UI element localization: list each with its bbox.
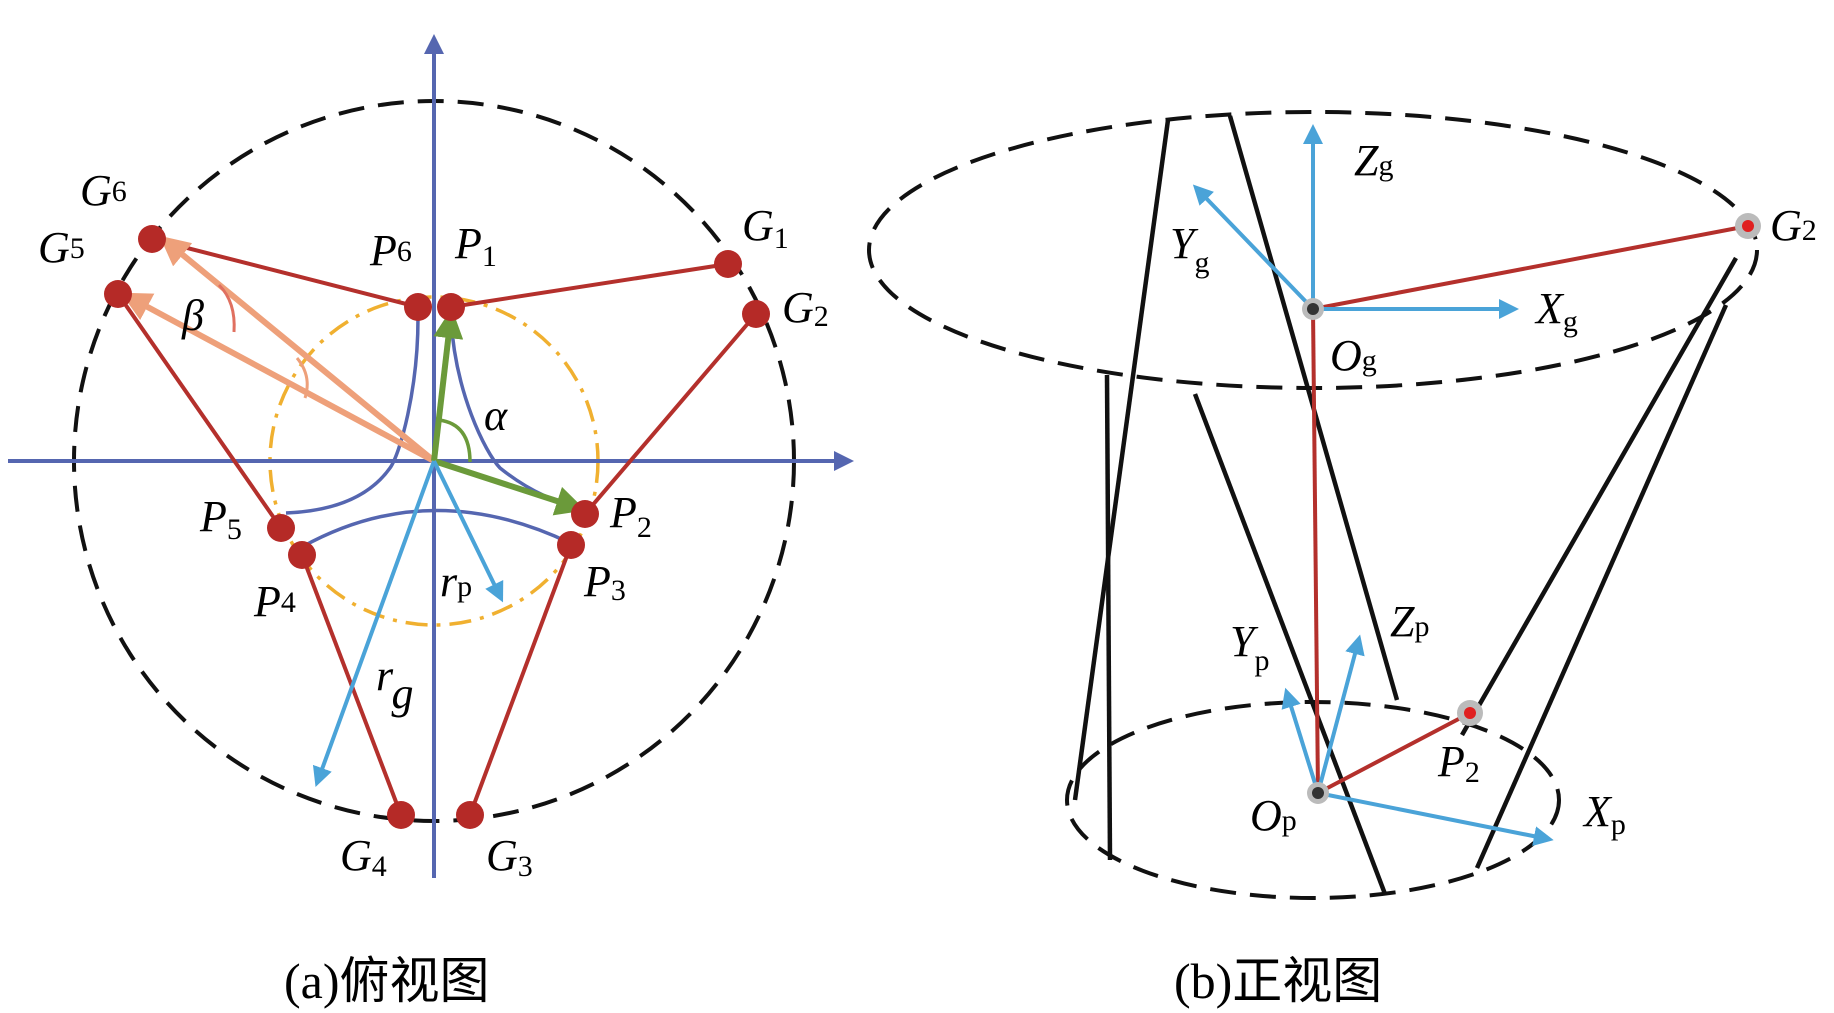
label-p2: P2 xyxy=(609,488,652,544)
front-points xyxy=(1302,213,1761,804)
point-g2-front-center xyxy=(1742,220,1754,232)
alpha-vector-2 xyxy=(433,458,586,516)
point-p5 xyxy=(267,514,295,542)
leg-3 xyxy=(468,544,573,816)
panel-a-labels: G6 G5 P6 P1 G1 G2 β α P5 P2 P3 P4 rp rg … xyxy=(38,166,829,883)
label-g2: G2 xyxy=(782,283,829,333)
point-p4 xyxy=(288,541,316,569)
leg-1 xyxy=(450,262,729,309)
beta-angle-vectors xyxy=(120,235,436,464)
alpha-arc xyxy=(438,418,472,463)
label-op: Op xyxy=(1250,791,1297,840)
beta-arc xyxy=(217,283,236,333)
point-g2 xyxy=(742,300,770,328)
label-g6: G6 xyxy=(80,166,127,215)
point-g5 xyxy=(104,280,132,308)
front-leg-6 xyxy=(1474,304,1729,869)
yg-axis xyxy=(1192,184,1315,311)
leg-6 xyxy=(151,237,419,309)
label-alpha: α xyxy=(484,391,508,440)
label-g2-front: G2 xyxy=(1770,201,1817,250)
front-leg-5 xyxy=(1460,256,1738,737)
joint-points xyxy=(104,225,770,829)
rg-vector xyxy=(312,460,436,788)
point-p1 xyxy=(437,293,465,321)
label-g3: G3 xyxy=(486,831,533,883)
leg-5 xyxy=(116,292,283,530)
label-p3: P3 xyxy=(583,557,626,607)
point-p3 xyxy=(557,531,585,559)
label-g5: G5 xyxy=(38,223,85,272)
beta-vector-1 xyxy=(159,235,436,464)
legs xyxy=(116,237,758,816)
label-rg: rg xyxy=(376,651,414,718)
label-yp: Yp xyxy=(1230,617,1269,677)
front-leg-1 xyxy=(1072,119,1171,801)
label-p6: P6 xyxy=(369,226,412,275)
beta-arc-outer xyxy=(295,357,309,399)
point-p6 xyxy=(404,293,432,321)
point-g3 xyxy=(456,801,484,829)
frame-p-axes xyxy=(1281,634,1554,847)
caption-a: (a)俯视图 xyxy=(284,953,490,1009)
front-leg-2 xyxy=(1104,374,1113,861)
zp-axis xyxy=(1316,634,1365,794)
label-p2-front: P2 xyxy=(1437,737,1480,789)
point-p2-front-center xyxy=(1464,707,1476,719)
label-og: Og xyxy=(1330,331,1377,380)
leg-2 xyxy=(583,312,758,516)
label-g4: G4 xyxy=(340,831,387,883)
op-to-p2 xyxy=(1317,711,1471,795)
label-beta: β xyxy=(181,291,204,340)
alpha-vector-1 xyxy=(431,308,464,462)
label-rp: rp xyxy=(440,557,472,606)
label-xp: Xp xyxy=(1582,787,1626,841)
label-p5: P5 xyxy=(199,492,242,546)
label-yg: Yg xyxy=(1170,219,1209,279)
point-og-center xyxy=(1307,303,1319,315)
og-to-g2 xyxy=(1312,224,1749,311)
alpha-vectors xyxy=(431,308,586,516)
yp-axis xyxy=(1281,687,1320,794)
point-op-center xyxy=(1312,787,1324,799)
label-zp: Zp xyxy=(1390,597,1429,646)
beta-vector-2 xyxy=(120,292,436,464)
point-g4 xyxy=(387,801,415,829)
og-to-op xyxy=(1311,308,1320,794)
front-leg-4 xyxy=(1192,393,1388,895)
label-zg: Zg xyxy=(1354,136,1393,185)
point-g6 xyxy=(138,225,166,253)
label-p4: P4 xyxy=(253,577,296,626)
point-g1 xyxy=(714,250,742,278)
label-g1: G1 xyxy=(742,201,789,255)
panel-a-top-view: G6 G5 P6 P1 G1 G2 β α P5 P2 P3 P4 rp rg … xyxy=(8,34,854,1009)
label-p1: P1 xyxy=(454,219,497,273)
panel-b-front-view: Zg Yg Xg Og G2 Zp Yp P2 Op Xp (b)正视图 xyxy=(867,110,1817,1009)
caption-b: (b)正视图 xyxy=(1174,953,1382,1009)
xp-axis xyxy=(1317,791,1554,847)
rp-vector xyxy=(432,460,504,603)
label-xg: Xg xyxy=(1534,284,1578,338)
point-p2 xyxy=(571,500,599,528)
panel-b-labels: Zg Yg Xg Og G2 Zp Yp P2 Op Xp xyxy=(1170,136,1817,841)
frame-g-axes xyxy=(1192,124,1519,319)
